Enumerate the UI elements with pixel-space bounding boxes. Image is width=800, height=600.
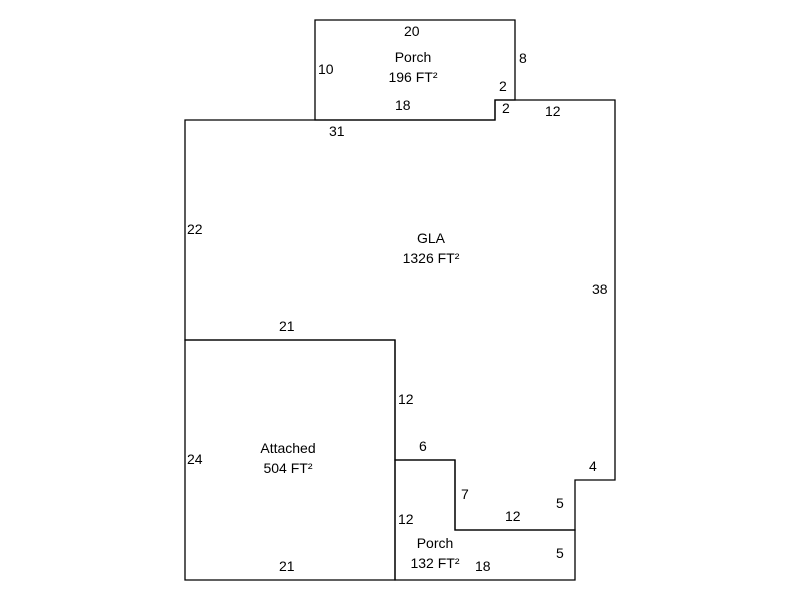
porch-top-name: Porch [395,49,432,65]
dim-label: 6 [419,438,427,454]
dim-label: 7 [461,486,469,502]
dim-label: 8 [519,50,527,66]
dim-label: 21 [279,558,295,574]
gla-name: GLA [417,230,446,246]
dim-label: 12 [398,391,414,407]
dim-label: 5 [556,545,564,561]
porch-bottom-name: Porch [417,535,454,551]
dim-label: 38 [592,281,608,297]
dim-label: 21 [279,318,295,334]
dim-label: 18 [475,558,491,574]
gla-outline [184,99,616,531]
porch-top-area: 196 FT² [388,69,437,85]
gla-area: 1326 FT² [403,250,460,266]
dim-label: 18 [395,97,411,113]
dim-label: 2 [499,78,507,94]
porch-bottom-outline [394,459,576,581]
dim-label: 5 [556,495,564,511]
attached-area: 504 FT² [263,460,312,476]
porch-bottom-area: 132 FT² [410,555,459,571]
dim-label: 24 [187,451,203,467]
dim-label: 12 [505,508,521,524]
dim-label: 22 [187,221,203,237]
attached-name: Attached [260,440,315,456]
dim-label: 31 [329,123,345,139]
dim-label: 2 [502,100,510,116]
dim-label: 12 [545,103,561,119]
dim-label: 12 [398,511,414,527]
dim-label: 20 [404,23,420,39]
dim-label: 4 [589,458,597,474]
dim-label: 10 [318,61,334,77]
